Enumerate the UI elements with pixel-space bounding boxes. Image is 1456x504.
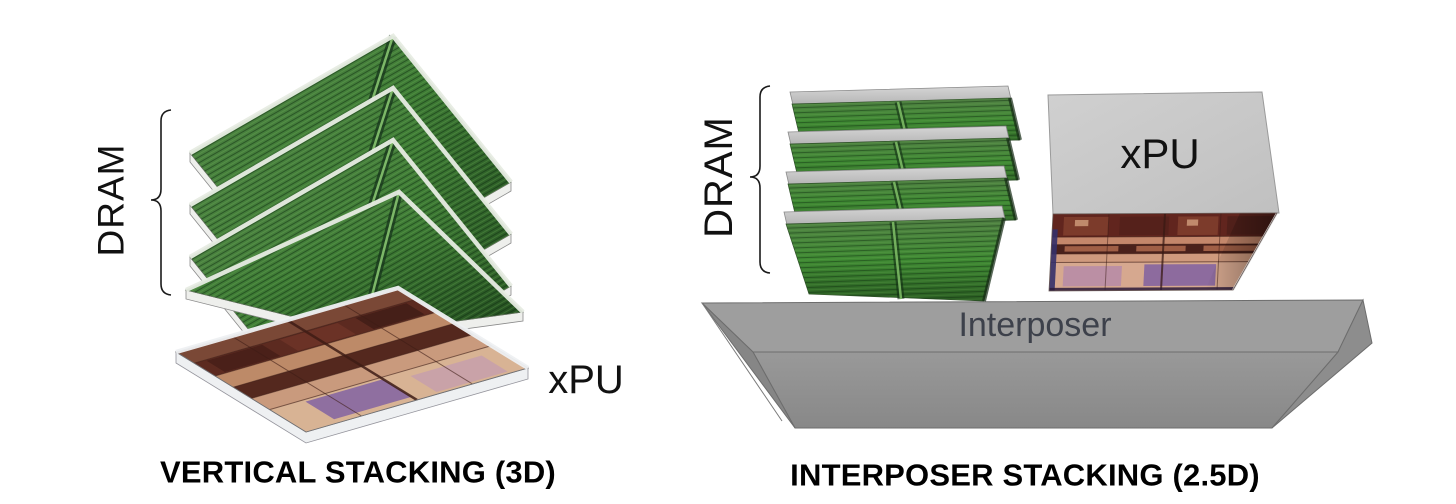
interposer-label: Interposer [958, 306, 1112, 344]
dram-stack-2-5d [783, 85, 1022, 302]
cube-top-face [1047, 91, 1280, 215]
dram-label-left: DRAM [90, 143, 132, 257]
dram-panel-4 [785, 217, 1006, 302]
xpu-label-right: xPU [1120, 130, 1200, 177]
figure-title-left: VERTICAL STACKING (3D) [160, 454, 556, 490]
interposer-left-bevel [701, 302, 796, 429]
xpu-label-left: xPU [548, 358, 624, 402]
interposer-front-face [752, 351, 1340, 429]
figure-interposer-stacking-2-5d [700, 85, 1373, 429]
xpu-die-texture [176, 288, 528, 432]
dram-label-right: DRAM [697, 116, 741, 238]
xpu-die-3d [174, 285, 530, 444]
dram-bracket-right [749, 85, 771, 274]
dram-die-4 [184, 189, 525, 344]
xpu-cube [1047, 91, 1280, 292]
figure-title-right: INTERPOSER STACKING (2.5D) [790, 457, 1260, 493]
interposer-slab [700, 298, 1373, 429]
figure-vertical-stacking-3d [150, 33, 530, 444]
dram-bracket-left [150, 109, 172, 296]
dram-stack-3d [184, 33, 525, 413]
